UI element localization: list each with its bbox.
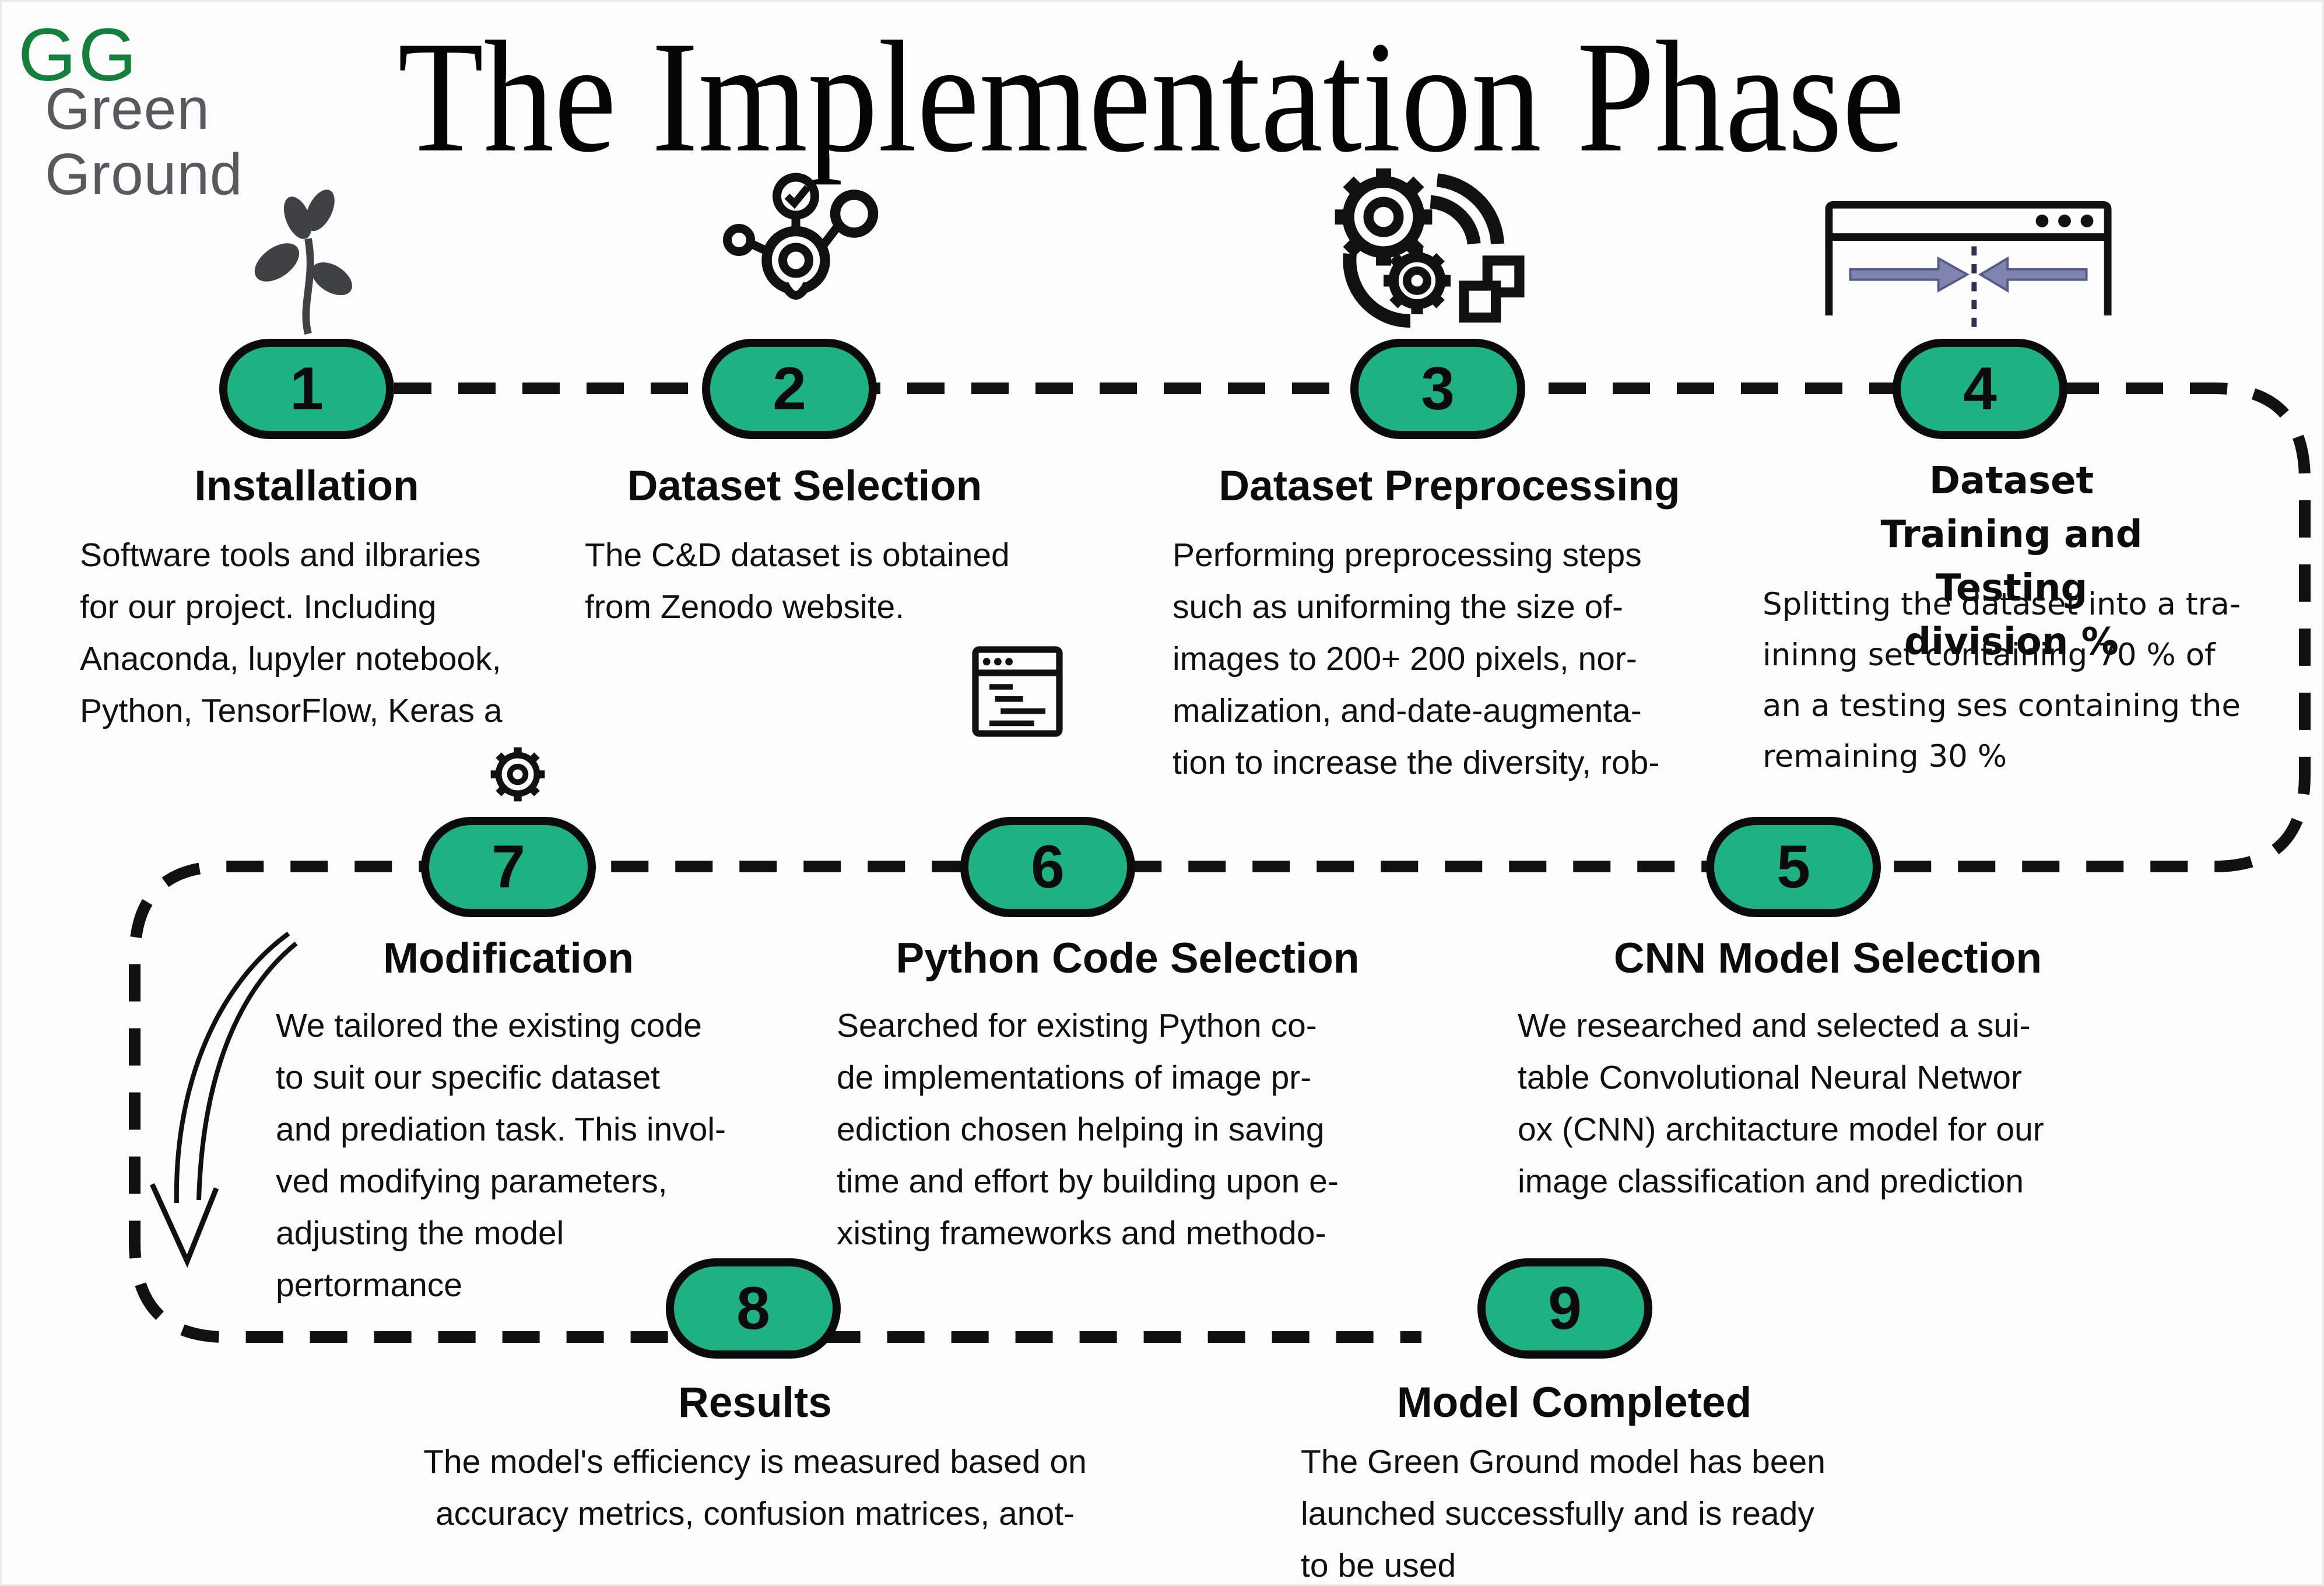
step-5-badge: 5: [1706, 817, 1881, 917]
step-5-title: CNN Model Selection: [1613, 935, 2042, 982]
step-4-description: Splitting the dataset into a tra- ininng…: [1763, 587, 2241, 774]
step-7-badge: 7: [421, 817, 596, 917]
share-check-icon: [723, 173, 879, 300]
step-2-badge: 2: [702, 339, 877, 439]
step-9-title: Model Completed: [1396, 1379, 1752, 1426]
step-8-badge: 8: [666, 1258, 841, 1359]
step-8-title: Results: [678, 1379, 832, 1426]
step-9-number: 9: [1548, 1274, 1582, 1342]
logo-name: Green Ground: [45, 76, 243, 207]
step-1-description: Software tools and ilbraries for our pro…: [80, 536, 503, 729]
code-window-icon: [972, 646, 1063, 737]
logo-monogram: GG: [18, 13, 139, 97]
step-4-badge: 4: [1893, 339, 2067, 439]
step-4-number: 4: [1963, 355, 1997, 423]
step-3-badge: 3: [1350, 339, 1525, 439]
split-window-icon: [1825, 201, 2112, 329]
step-6-badge: 6: [960, 817, 1135, 917]
curved-arrow-icon: [149, 931, 298, 1268]
step-9-description: The Green Ground model has been launched…: [1301, 1443, 1826, 1584]
step-8-description: The model's efficiency is measured based…: [423, 1443, 1087, 1532]
step-1-number: 1: [290, 355, 324, 423]
gear-icon: [490, 747, 545, 802]
step-7-title: Modification: [383, 935, 634, 982]
step-9-badge: 9: [1477, 1258, 1652, 1359]
page-title: The Implementation Phase: [398, 9, 1905, 185]
step-2-description: The C&D dataset is obtained from Zenodo …: [585, 536, 1010, 626]
step-3-title: Dataset Preprocessing: [1219, 462, 1680, 510]
step-1-title: Installation: [194, 462, 419, 510]
sprout-icon: [254, 190, 352, 335]
step-5-number: 5: [1777, 833, 1810, 901]
step-2-number: 2: [773, 355, 806, 423]
step-6-title: Python Code Selection: [896, 935, 1360, 982]
step-8-number: 8: [736, 1274, 770, 1342]
step-4-title: Dataset Training and Testing division %: [1880, 459, 2143, 664]
step-6-number: 6: [1031, 833, 1065, 901]
step-2-title: Dataset Selection: [627, 462, 982, 510]
step-1-badge: 1: [219, 339, 394, 439]
step-5-description: We researched and selected a sui- table …: [1518, 1007, 2044, 1200]
step-3-description: Performing preprocessing steps such as u…: [1172, 536, 1660, 781]
step-7-description: We tailored the existing code to suit ou…: [276, 1007, 726, 1304]
gears-sync-icon: [1335, 168, 1525, 328]
step-6-description: Searched for existing Python co- de impl…: [837, 1007, 1339, 1252]
step-3-number: 3: [1421, 355, 1455, 423]
step-7-number: 7: [492, 833, 525, 901]
